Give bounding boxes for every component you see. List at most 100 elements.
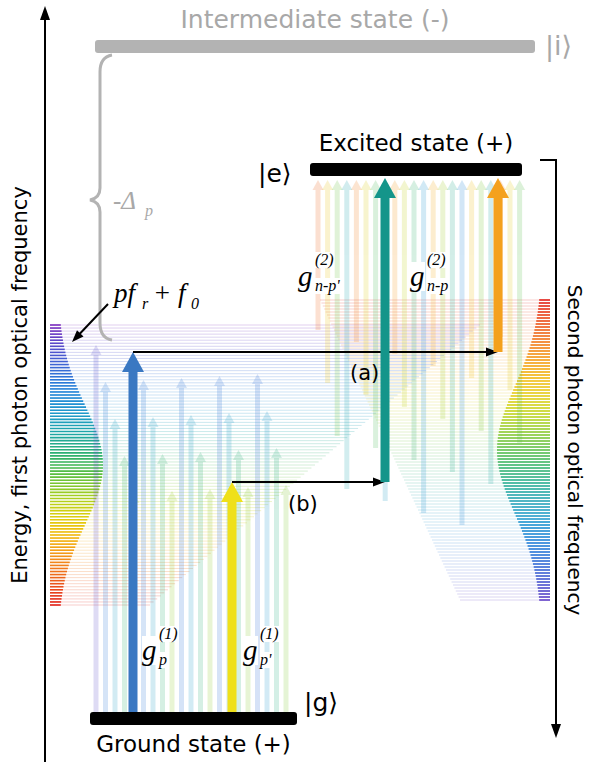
comb-tooth <box>50 324 61 326</box>
comb-tooth <box>50 437 98 439</box>
comb-tooth <box>538 587 550 589</box>
comb-tooth <box>428 531 550 532</box>
comb-tooth <box>497 440 550 442</box>
path-arrow <box>232 478 385 487</box>
comb-tooth <box>539 305 550 307</box>
comb-tooth <box>530 551 550 553</box>
state-ket: |e⟩ <box>258 161 292 186</box>
comb-tooth <box>50 583 64 585</box>
comb-tooth <box>532 560 550 562</box>
comb-tooth <box>50 525 85 527</box>
faint-arrow <box>186 415 197 712</box>
comb-tooth <box>394 459 550 460</box>
comb-tooth <box>429 534 550 535</box>
comb-tooth <box>50 601 61 603</box>
faint-arrow <box>409 180 420 460</box>
faint-arrow <box>271 448 282 712</box>
comb-tooth <box>50 373 72 375</box>
comb-tooth <box>50 577 65 579</box>
comb-tooth <box>450 579 550 580</box>
comb-tooth <box>459 597 550 598</box>
superscript: (1) <box>159 626 178 642</box>
energy-level: Intermediate state (-)|i⟩ <box>95 40 535 53</box>
comb-tooth <box>506 491 550 493</box>
comb-tooth <box>534 566 550 568</box>
comb-tooth <box>529 548 550 550</box>
comb-tooth <box>536 575 550 577</box>
comb-tooth <box>50 382 75 384</box>
comb-tooth <box>500 473 550 475</box>
comb-tooth <box>535 326 550 328</box>
comb-tooth <box>539 593 550 595</box>
comb-tooth <box>500 425 550 427</box>
comb-tooth <box>50 397 82 399</box>
comb-tooth <box>536 323 550 325</box>
comb-tooth <box>523 533 550 535</box>
comb-tooth <box>534 569 550 571</box>
comb-tooth <box>50 431 96 433</box>
comb-tooth <box>50 406 86 408</box>
comb-tooth <box>50 330 62 332</box>
comb-tooth <box>503 416 550 418</box>
comb-tooth <box>522 368 550 370</box>
comb-tooth <box>516 515 550 517</box>
comb-tooth <box>380 429 550 430</box>
comb-formula: pf <box>114 280 135 307</box>
superscript: (1) <box>260 626 279 642</box>
comb-tooth <box>50 376 73 378</box>
comb-tooth <box>446 570 550 571</box>
coupling-symbol: g <box>243 636 258 665</box>
comb-tooth <box>50 400 83 402</box>
faint-arrow <box>380 180 391 501</box>
comb-tooth <box>50 331 473 332</box>
subscript: n-p <box>427 278 448 294</box>
comb-tooth <box>50 501 95 503</box>
comb-tooth <box>497 458 550 460</box>
comb-tooth <box>50 333 62 335</box>
comb-tooth <box>443 564 550 565</box>
comb-tooth <box>50 571 189 572</box>
comb-tooth <box>539 299 550 301</box>
comb-tooth <box>50 598 62 600</box>
comb-tooth <box>421 516 550 517</box>
comb-tooth <box>50 352 65 354</box>
comb-tooth <box>535 572 550 574</box>
comb-tooth <box>501 422 550 424</box>
comb-tooth <box>50 504 94 506</box>
energy-axis <box>40 6 50 762</box>
comb-tooth <box>50 482 101 484</box>
comb-tooth <box>454 588 550 589</box>
comb-tooth <box>408 489 550 490</box>
comb-tooth <box>498 461 550 463</box>
faint-arrow <box>176 378 187 712</box>
faint-arrow <box>205 489 216 712</box>
comb-tooth <box>50 592 62 594</box>
comb-tooth <box>50 434 97 436</box>
comb-tooth <box>50 349 65 351</box>
comb-tooth <box>521 371 550 373</box>
faint-arrow <box>370 180 381 448</box>
comb-tooth <box>499 470 550 472</box>
comb-tooth <box>499 428 550 430</box>
faint-arrow <box>476 180 487 431</box>
comb-tooth <box>418 510 550 511</box>
comb-tooth <box>50 525 243 526</box>
comb-tooth <box>525 539 550 541</box>
faint-arrow <box>428 180 439 366</box>
comb-tooth <box>50 480 297 481</box>
comb-tooth <box>50 409 87 411</box>
comb-tooth <box>50 568 68 570</box>
comb-tooth <box>50 586 64 588</box>
comb-tooth <box>456 591 550 592</box>
comb-tooth <box>50 367 70 369</box>
comb-tooth <box>528 353 550 355</box>
faint-arrow <box>399 180 410 407</box>
subscript: p <box>159 652 167 668</box>
comb-tooth <box>50 489 99 491</box>
comb-tooth <box>50 422 93 424</box>
comb-tooth <box>50 364 69 366</box>
subscript: 0 <box>191 296 199 312</box>
comb-tooth <box>396 462 550 463</box>
comb-tooth <box>50 531 82 533</box>
